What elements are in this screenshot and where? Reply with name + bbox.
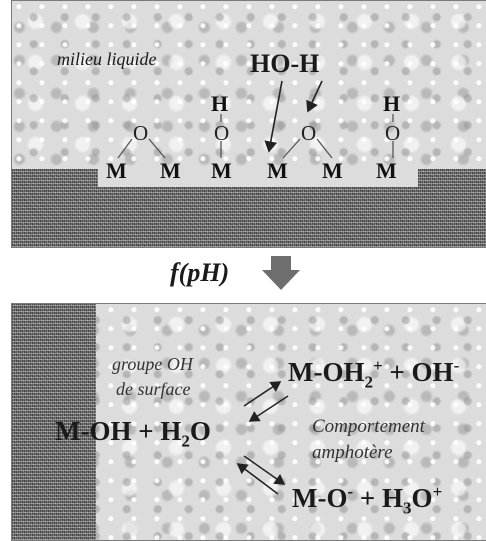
bond-line xyxy=(117,138,133,159)
solid-surface xyxy=(12,304,96,540)
water-subscript: 2 xyxy=(181,431,190,451)
arrow-to-metal xyxy=(264,80,283,153)
top-bonds-overlay xyxy=(117,80,394,159)
hydronium-o: O xyxy=(411,483,433,513)
amphoteric-label-line1: Comportement xyxy=(312,416,425,437)
metal-atom: M xyxy=(160,158,181,183)
hydrogen-atom: H xyxy=(211,91,229,116)
metal-atom: M xyxy=(106,158,127,183)
oxygen-atom: O xyxy=(301,121,317,145)
surface-layer xyxy=(98,186,418,196)
arrow-to-protonated xyxy=(243,381,282,407)
bond-line xyxy=(282,138,301,159)
bond-line xyxy=(148,138,166,159)
arrow-to-oxygen xyxy=(306,80,323,113)
surface-group-label-line1: groupe OH xyxy=(112,354,193,374)
surface-hydroxyl: M-OH xyxy=(55,416,132,446)
deprotonated-product: M-O- + H3O+ xyxy=(292,482,442,518)
water-molecule-label: HO-H xyxy=(250,49,320,78)
hydronium-subscript: 3 xyxy=(403,498,412,518)
hydronium-charge: + xyxy=(432,482,443,501)
water-h: H xyxy=(160,416,182,446)
reactant-equation: M-OH + H2O xyxy=(55,416,211,451)
arrow-from-protonated xyxy=(248,395,289,422)
metal-atom: M xyxy=(322,158,343,183)
water-o: O xyxy=(189,416,211,446)
deprotonated-surface: M-O xyxy=(292,483,348,513)
surface-recess xyxy=(98,169,418,187)
protonated-surface: M-OH xyxy=(288,357,365,387)
hydroxide-charge: - xyxy=(453,356,460,375)
surface-top-panel: milieu liquide HO-H H H O O O O M M M M … xyxy=(11,0,486,248)
oxygen-atom: O xyxy=(133,121,149,145)
surface-bottom-panel: groupe OH de surface M-OH + H2O M-OH2+ +… xyxy=(11,303,486,541)
hydrogen-atom: H xyxy=(383,91,401,116)
protonated-subscript: 2 xyxy=(364,372,373,392)
bond-line xyxy=(316,138,333,159)
protonated-charge: + xyxy=(372,356,383,375)
transition-label: f(pH) xyxy=(170,258,230,287)
protonated-product: M-OH2+ + OH- xyxy=(288,356,459,392)
metal-atom: M xyxy=(376,158,397,183)
metal-atom: M xyxy=(211,158,232,183)
deprotonated-charge: - xyxy=(347,482,354,501)
amphoteric-label-line2: amphotère xyxy=(312,442,393,463)
down-arrow-icon xyxy=(262,256,300,290)
plus-sign: + xyxy=(138,416,154,446)
arrow-from-deprotonated xyxy=(236,463,279,495)
medium-label: milieu liquide xyxy=(57,49,157,69)
metal-atom: M xyxy=(267,158,288,183)
surface-group-label-line2: de surface xyxy=(116,379,191,399)
oxygen-atom: O xyxy=(385,121,401,145)
hydronium-h: + H xyxy=(359,483,404,513)
equilibrium-arrows xyxy=(236,381,289,495)
arrow-to-deprotonated xyxy=(243,455,286,485)
oxygen-atom: O xyxy=(214,121,230,145)
hydroxide-ion: + OH xyxy=(389,357,454,387)
